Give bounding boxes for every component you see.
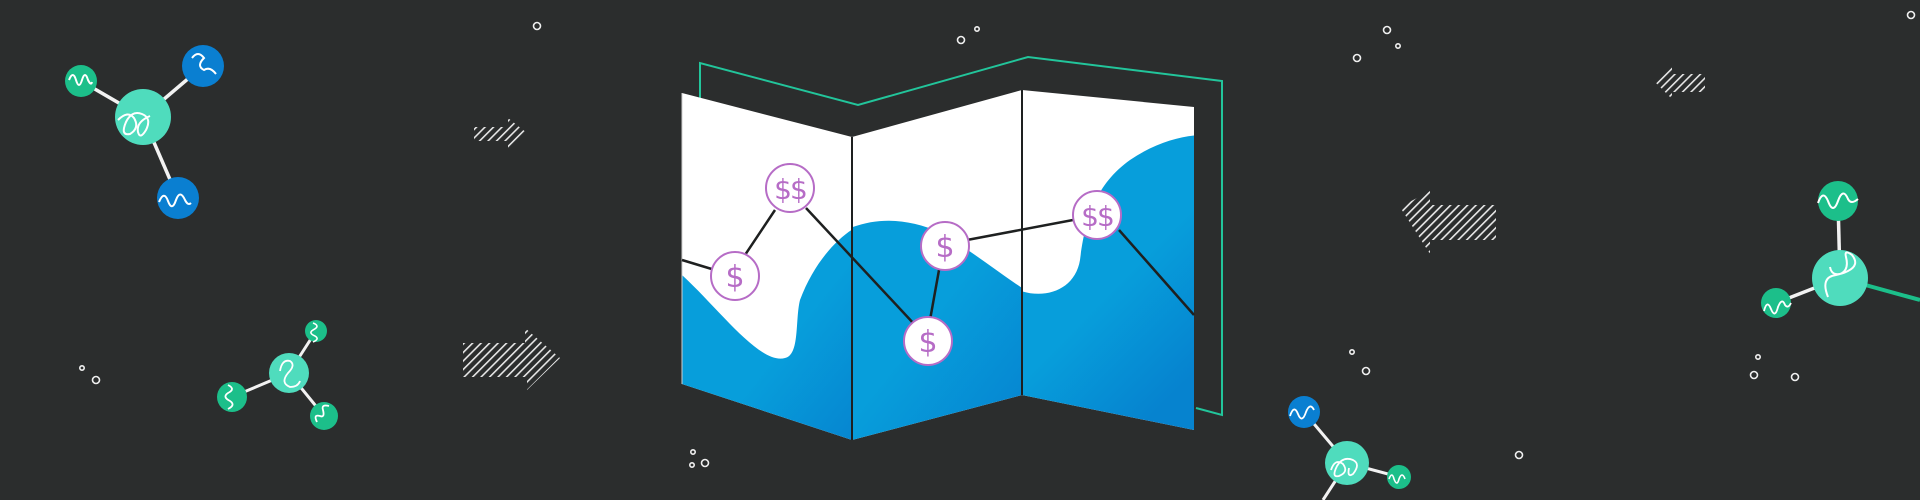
folded-map: $ $$ $ $ $$ (681, 55, 1223, 440)
coin-dollar-icon: $ (903, 316, 953, 366)
coin-double-dollar-icon: $$ (765, 163, 815, 213)
decorative-dots (79, 10, 1916, 468)
molecule-icon (1761, 181, 1920, 318)
molecule-icon (1288, 396, 1411, 500)
dot-icon (1382, 25, 1392, 35)
dot-icon (688, 461, 695, 468)
hatched-arrow-right-icon (474, 118, 527, 150)
dot-icon (532, 21, 542, 31)
hatched-arrow-left-icon (1400, 191, 1496, 254)
dot-icon (79, 364, 86, 371)
svg-text:$: $ (935, 230, 954, 265)
dot-icon (700, 458, 710, 468)
dot-icon (91, 375, 101, 385)
map-water-left (682, 225, 852, 440)
svg-text:$$: $$ (774, 173, 806, 206)
svg-text:$: $ (725, 260, 744, 295)
svg-text:$: $ (918, 325, 937, 360)
hatched-arrow-right-icon (463, 328, 560, 390)
coin-dollar-icon: $ (920, 221, 970, 271)
dot-icon (1361, 366, 1371, 376)
coin-dollar-icon: $ (710, 251, 760, 301)
dot-icon (1514, 450, 1524, 460)
dot-icon (1906, 10, 1916, 20)
dot-icon (973, 25, 980, 32)
hatched-arrow-left-icon (1656, 67, 1705, 99)
dot-icon (956, 35, 966, 45)
svg-text:$$: $$ (1081, 200, 1113, 233)
dot-icon (689, 448, 696, 455)
dot-icon (1790, 372, 1800, 382)
map-water-right (1022, 135, 1194, 430)
dot-icon (1352, 53, 1362, 63)
molecule-icon (65, 45, 224, 219)
dot-icon (1749, 370, 1759, 380)
dot-icon (1395, 42, 1402, 49)
dot-icon (1349, 348, 1356, 355)
molecule-icon (217, 320, 338, 430)
route-lines (681, 207, 1195, 326)
map-outline-accent (699, 55, 1223, 417)
dot-icon (1755, 353, 1762, 360)
coin-double-dollar-icon: $$ (1072, 190, 1122, 240)
